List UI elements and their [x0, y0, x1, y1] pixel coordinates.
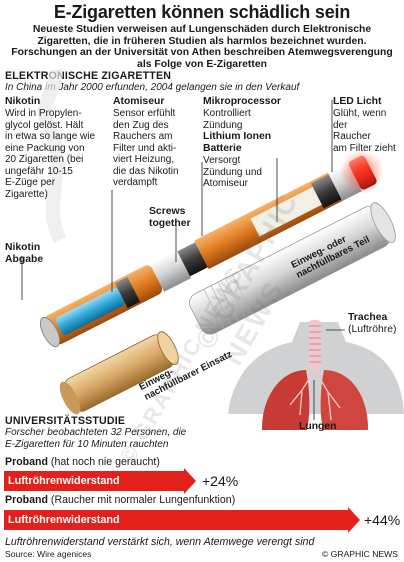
- row-2-value: +44%: [364, 512, 401, 528]
- ecig-illustration: [21, 68, 404, 430]
- row-2-label: Proband (Raucher mit normaler Lungenfunk…: [5, 494, 236, 506]
- section-heading-ecig: Elektronische Zigaretten: [5, 70, 172, 82]
- label-atomiseur-title: Atomiseur: [113, 96, 165, 107]
- row-1-bar: Luftröhrenwiderstand: [4, 468, 196, 494]
- row-1-label: Proband (hat noch nie geraucht): [5, 456, 160, 468]
- intro-text: Neueste Studien verweisen auf Lungenschä…: [11, 24, 393, 70]
- label-trachea: Trachea(Luftröhre): [348, 312, 397, 335]
- section-heading-study: Universitätsstudie: [5, 415, 126, 427]
- credit-text: © GRAPHIC NEWS: [321, 549, 398, 559]
- footer-note: Luftröhrenwiderstand verstärkt sich, wen…: [5, 536, 315, 548]
- row-1-value: +24%: [202, 473, 239, 489]
- row-2-bar: Luftröhrenwiderstand: [4, 507, 360, 533]
- label-led-title: LED Licht: [333, 96, 382, 107]
- label-mikroprocessor-title: Mikroprocessor: [203, 96, 281, 107]
- label-lungen: Lungen: [299, 421, 337, 432]
- source-text: Source: Wire agenices: [5, 549, 92, 559]
- section-note-ecig: In China im Jahr 2000 erfunden, 2004 gel…: [5, 82, 300, 93]
- page-title: E-Zigaretten können schädlich sein: [53, 2, 351, 22]
- label-nikotin-title: Nikotin: [5, 96, 41, 107]
